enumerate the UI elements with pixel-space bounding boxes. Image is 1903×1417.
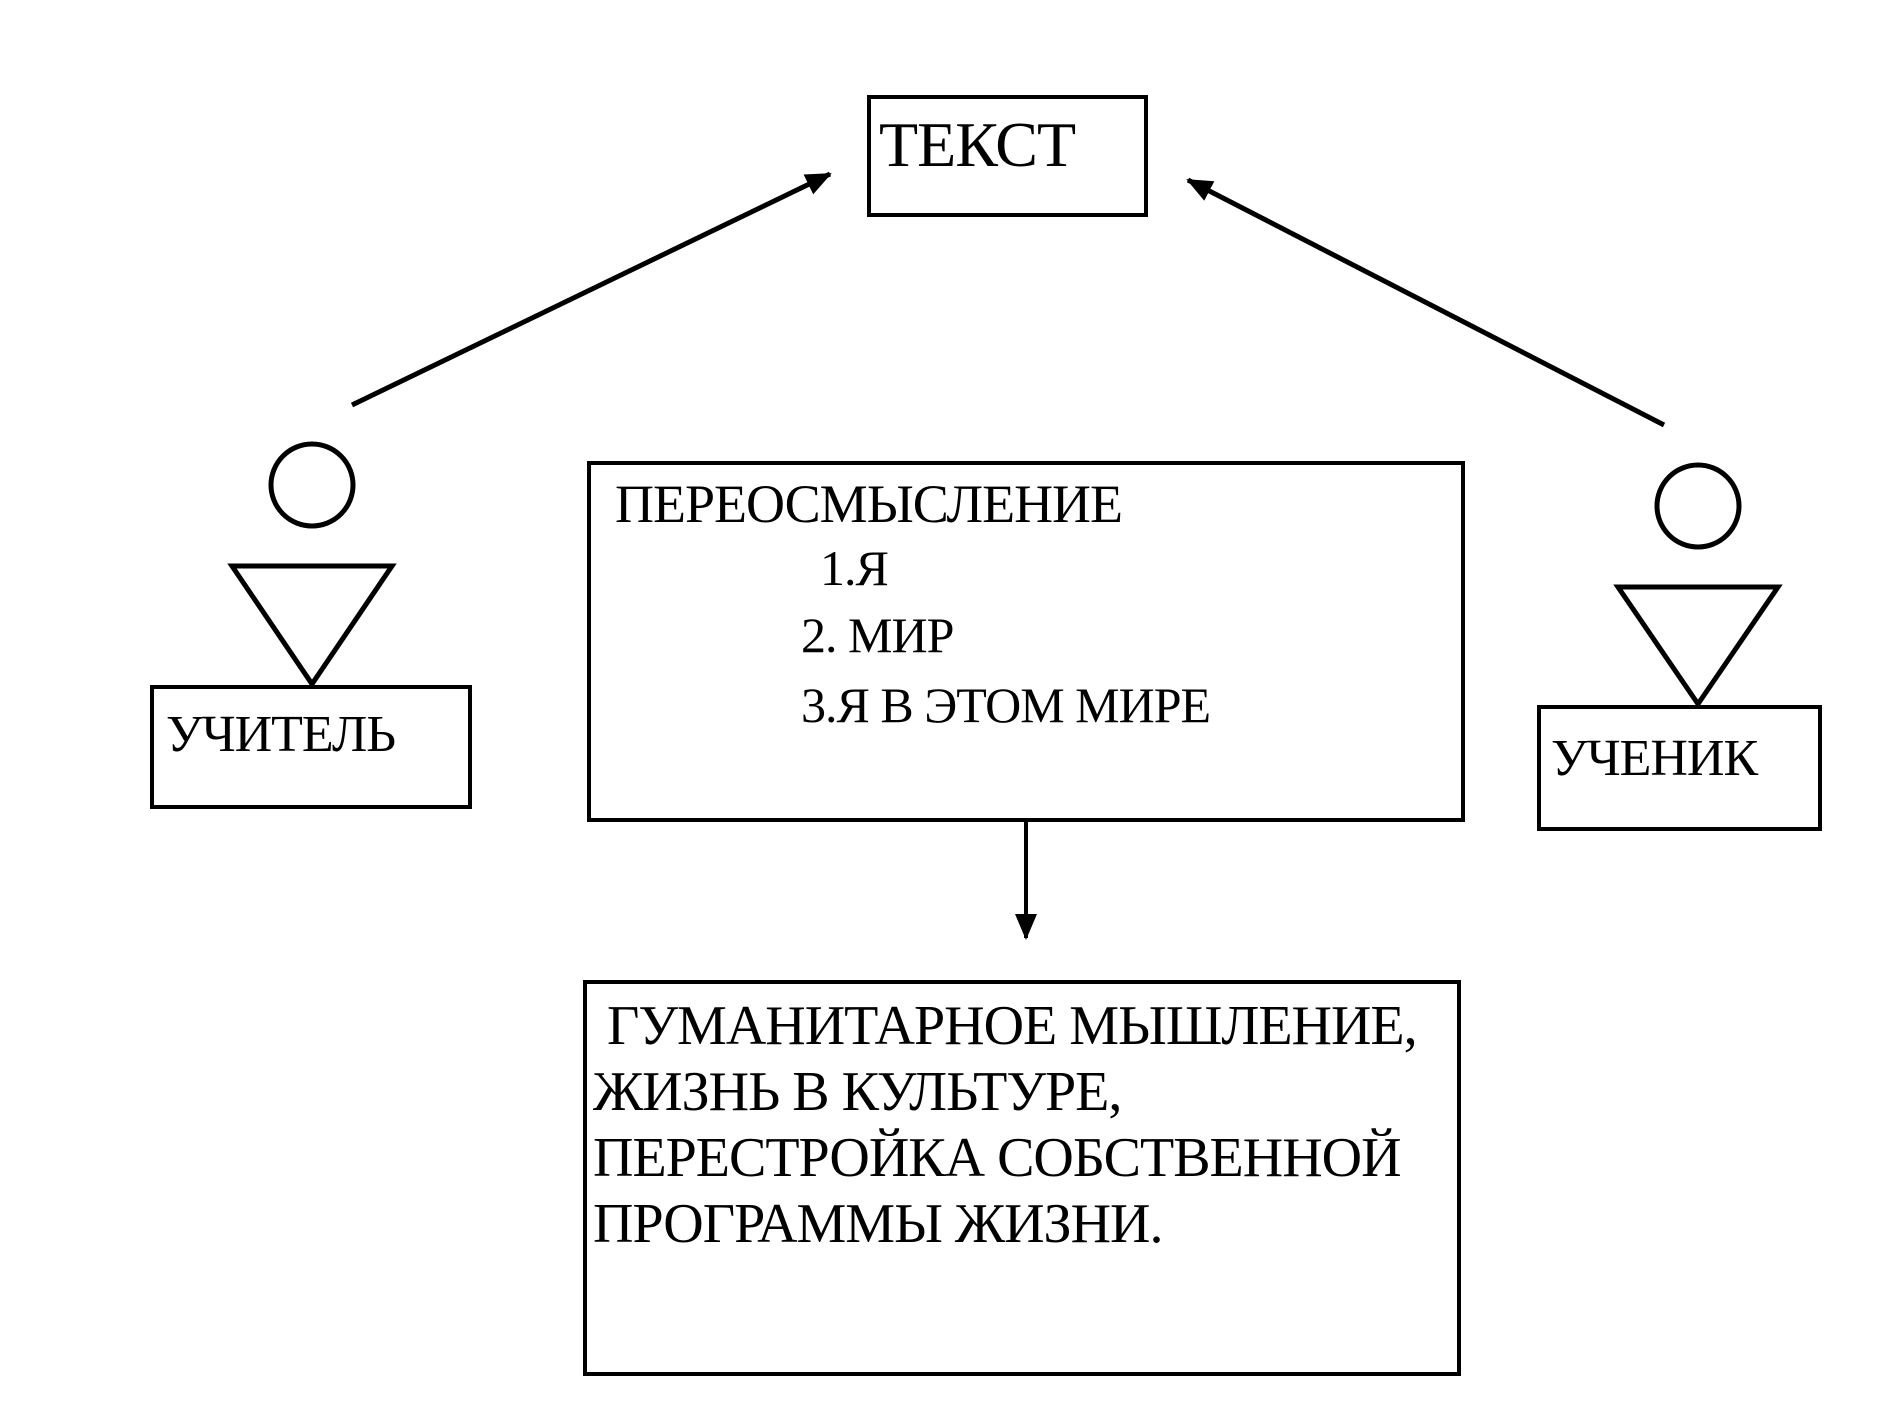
- student-node-label: УЧЕНИК: [1551, 730, 1758, 787]
- teacher-figure-icon: [227, 441, 397, 689]
- student-head-icon: [1654, 462, 1742, 550]
- text-node-label: ТЕКСТ: [879, 109, 1076, 180]
- rethinking-title: ПЕРЕОСМЫСЛЕНИЕ: [615, 474, 1123, 534]
- teacher-body-icon: [227, 563, 397, 689]
- rethinking-item: 2. МИР: [801, 607, 954, 663]
- student-node: УЧЕНИК: [1537, 705, 1822, 831]
- result-node: ГУМАНИТАРНОЕ МЫШЛЕНИЕ, ЖИЗНЬ В КУЛЬТУРЕ,…: [583, 980, 1461, 1376]
- student-body-icon: [1613, 584, 1783, 709]
- arrow-student-to-text: [1186, 177, 1666, 428]
- rethinking-node: ПЕРЕОСМЫСЛЕНИЕ 1.Я 2. МИР 3.Я В ЭТОМ МИР…: [587, 461, 1465, 822]
- result-line: ЖИЗНЬ В КУЛЬТУРЕ,: [593, 1061, 1122, 1123]
- student-figure-icon: [1613, 462, 1783, 709]
- result-line: ПЕРЕСТРОЙКА СОБСТВЕННОЙ: [593, 1127, 1402, 1189]
- text-node: ТЕКСТ: [867, 95, 1148, 217]
- arrow-teacher-to-text: [350, 171, 832, 408]
- result-line: ПРОГРАММЫ ЖИЗНИ.: [593, 1193, 1163, 1255]
- teacher-head-icon: [268, 441, 356, 529]
- rethinking-item: 1.Я: [820, 540, 889, 596]
- result-line: ГУМАНИТАРНОЕ МЫШЛЕНИЕ,: [607, 995, 1418, 1057]
- rethinking-item: 3.Я В ЭТОМ МИРЕ: [801, 677, 1211, 733]
- teacher-node-label: УЧИТЕЛЬ: [166, 706, 396, 763]
- teacher-node: УЧИТЕЛЬ: [150, 685, 472, 809]
